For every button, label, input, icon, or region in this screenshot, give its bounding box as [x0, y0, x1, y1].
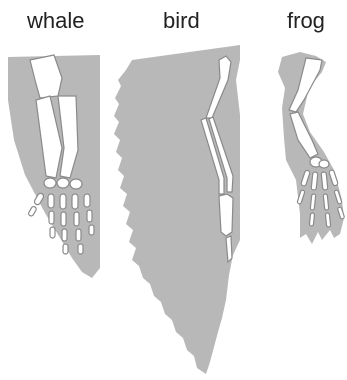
- bird-carpometacarpus: [219, 194, 233, 236]
- frog-carpal: [319, 160, 329, 168]
- whale-carpal: [44, 178, 56, 188]
- bird-wing: [114, 45, 240, 374]
- whale-carpal: [57, 178, 69, 188]
- whale-flipper: [8, 55, 100, 278]
- whale-carpal: [70, 179, 82, 189]
- frog-limb: [278, 52, 345, 244]
